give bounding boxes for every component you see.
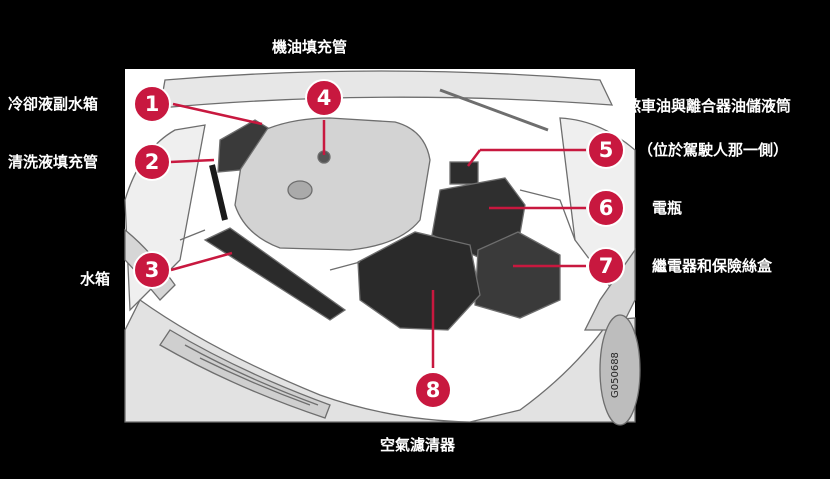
marker-6: 6 (587, 189, 625, 227)
label-brake-clutch-2: （位於駕駛人那一側） (638, 141, 789, 159)
leader-5b (467, 149, 481, 167)
leader-lines (169, 102, 586, 368)
coolant-reservoir (217, 119, 269, 173)
marker-3: 3 (133, 251, 171, 289)
air-filter-box (357, 231, 481, 331)
marker-5: 5 (587, 131, 625, 169)
label-radiator: 水箱 (80, 270, 111, 288)
emblem (287, 180, 313, 200)
leader-2 (169, 158, 215, 164)
label-oil-filler: 機油填充管 (272, 38, 348, 56)
marker-7: 7 (587, 247, 625, 285)
engine-cover (234, 117, 431, 251)
wheel (599, 314, 641, 426)
radiator-bar (203, 227, 347, 321)
image-code: G050688 (610, 352, 621, 398)
label-relay-fuse: 繼電器和保險絲盒 (652, 257, 773, 275)
marker-8: 8 (414, 371, 452, 409)
wiper (439, 88, 549, 132)
label-brake-clutch-1: 煞車油與離合器油儲液筒 (626, 97, 792, 115)
label-washer-filler: 清洗液填充管 (8, 153, 99, 171)
marker-4: 4 (305, 79, 343, 117)
leader-3 (170, 251, 233, 272)
leader-1 (172, 102, 263, 126)
washer-pipe (209, 164, 228, 221)
label-coolant-tank: 冷卻液副水箱 (8, 95, 99, 113)
hood-outline (159, 70, 614, 109)
fuse-box (474, 231, 561, 319)
marker-2: 2 (133, 143, 171, 181)
label-air-filter: 空氣濾清器 (380, 436, 456, 454)
marker-1: 1 (133, 85, 171, 123)
brake-reservoir (449, 161, 479, 185)
front-bumper (124, 299, 636, 423)
label-battery: 電瓶 (652, 199, 683, 217)
